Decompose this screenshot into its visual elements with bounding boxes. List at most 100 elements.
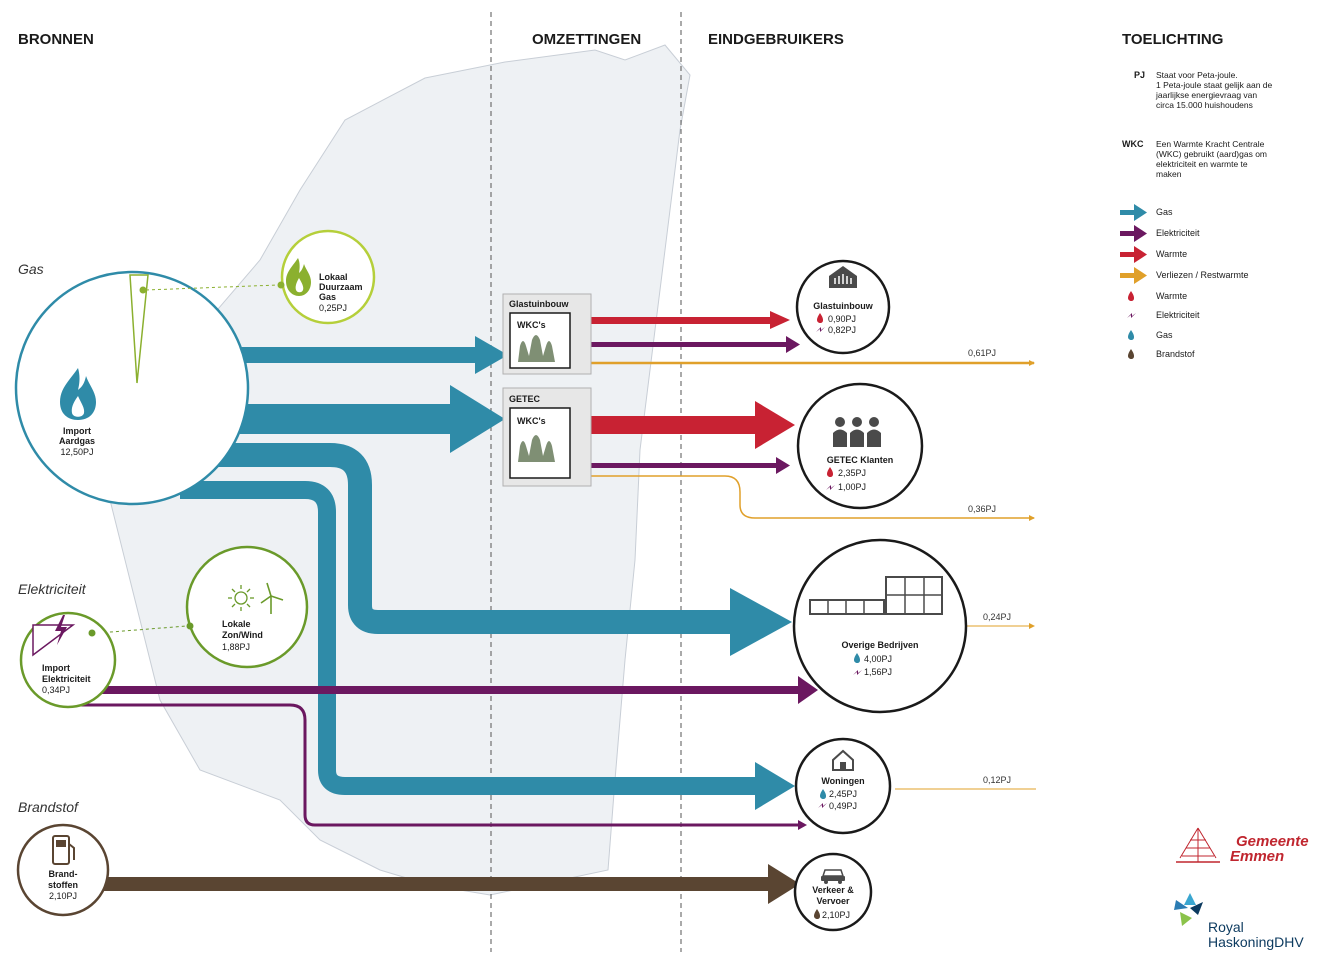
gas-flow-homes-arrowhead (755, 762, 795, 810)
flame-blue-icon (820, 789, 826, 799)
source-local-sun-wind: Lokale Zon/Wind 1,88PJ (97, 545, 309, 669)
end-user-other-companies: Overige Bedrijven 4,00PJ 1,56PJ (792, 538, 968, 714)
import-gas-label-1: Import (63, 426, 91, 436)
getec-user-title: GETEC Klanten (827, 455, 894, 465)
import-electricity-value: 0,34PJ (42, 685, 70, 695)
gas-flow-homes (180, 481, 760, 795)
logo-gemeente-emmen: Gemeente Emmen (1176, 827, 1309, 865)
import-electricity-label-1: Import (42, 663, 70, 673)
legend-gas-label: Gas (1156, 207, 1173, 217)
heat-flow-getec (568, 416, 763, 434)
loss-value-homes: 0,12PJ (983, 775, 1011, 785)
legend: PJ Staat voor Peta-joule. 1 Peta-joule s… (1120, 70, 1273, 359)
local-green-gas-label-3: Gas (319, 292, 336, 302)
electricity-flows (75, 336, 818, 830)
electricity-flow-other-companies-arrowhead (798, 676, 818, 704)
gas-flows (175, 336, 795, 810)
fuels-value: 2,10PJ (49, 891, 77, 901)
electricity-flow-other-companies (100, 686, 805, 694)
greenhouse-chp-icon (518, 335, 555, 362)
sun-wind-dot (186, 622, 194, 630)
local-green-gas-label-2: Duurzaam (319, 282, 363, 292)
traffic-fuel: 2,10PJ (822, 910, 850, 920)
loss-value-getec: 0,36PJ (968, 504, 996, 514)
bolt-icon (816, 327, 825, 332)
homes-gas: 2,45PJ (829, 789, 857, 799)
electricity-flow-getec-arrowhead (776, 457, 790, 474)
loss-value-greenhouse: 0,61PJ (968, 348, 996, 358)
flame-blue-icon (1128, 330, 1134, 340)
bolt-icon (55, 615, 67, 645)
bolt-icon (1127, 313, 1136, 318)
flame-red-icon (827, 467, 833, 477)
green-flame-icon (286, 258, 311, 296)
homes-circle (794, 737, 892, 835)
getec-wkc-label: WKC's (517, 416, 546, 426)
electricity-flow-greenhouse (568, 342, 788, 347)
gemeente-emmen-emblem-icon (1176, 827, 1220, 863)
getec-user-heat: 2,35PJ (838, 468, 866, 478)
loss-value-other-companies: 0,24PJ (983, 612, 1011, 622)
greenhouse-user-title: Glastuinbouw (813, 301, 873, 311)
legend-symbol-fuel-label: Brandstof (1156, 349, 1195, 359)
other-companies-circle (792, 538, 968, 714)
greenhouse-user-electricity: 0,82PJ (828, 325, 856, 335)
source-import-gas: Import Aardgas 12,50PJ (14, 270, 279, 506)
getec-user-electricity: 1,00PJ (838, 482, 866, 492)
conversion-greenhouse: Glastuinbouw WKC's (502, 293, 592, 375)
loss-flow-getec (570, 475, 1035, 521)
legend-heat-label: Warmte (1156, 249, 1187, 259)
gas-flow-greenhouse (240, 347, 485, 363)
other-companies-title: Overige Bedrijven (841, 640, 918, 650)
local-sun-wind-value: 1,88PJ (222, 642, 250, 652)
local-green-gas-value: 0,25PJ (319, 303, 347, 313)
legend-arrow-electricity (1120, 225, 1147, 242)
legend-symbol-heat-label: Warmte (1156, 291, 1187, 301)
other-companies-electricity: 1,56PJ (864, 667, 892, 677)
header-sources: BRONNEN (18, 31, 94, 48)
greenhouse-user-heat: 0,90PJ (828, 314, 856, 324)
import-gas-circle (14, 270, 250, 506)
getec-wkc-box (509, 407, 571, 479)
legend-wkc-line-2: (WKC) gebruikt (aard)gas om (1156, 149, 1267, 159)
green-gas-share-dot (139, 286, 147, 294)
other-companies-gas: 4,00PJ (864, 654, 892, 664)
factory-icon (809, 576, 943, 615)
legend-arrow-loss (1120, 267, 1147, 284)
electricity-flow-homes (75, 703, 798, 827)
homes-electricity: 0,49PJ (829, 801, 857, 811)
sun-wind-connector (97, 625, 188, 634)
bolt-icon (826, 485, 835, 490)
local-green-gas-circle (280, 229, 376, 325)
fuels-label-1: Brand- (49, 869, 78, 879)
drop-icon (814, 909, 820, 919)
heat-flow-getec-arrowhead (755, 401, 795, 449)
electricity-flow-getec (568, 463, 778, 468)
end-user-getec: GETEC Klanten 2,35PJ 1,00PJ (796, 382, 924, 510)
end-user-greenhouse: Glastuinbouw 0,90PJ 0,82PJ (795, 259, 891, 355)
heat-flows (568, 311, 795, 449)
local-sun-wind-circle (185, 545, 309, 669)
legend-arrow-heat (1120, 246, 1147, 263)
haskoningdhv-label: HaskoningDHV (1208, 934, 1304, 950)
legend-arrow-gas (1120, 204, 1147, 221)
fuel-pump-icon (52, 835, 75, 865)
legend-wkc-line-1: Een Warmte Kracht Centrale (1156, 139, 1265, 149)
legend-symbol-gas-label: Gas (1156, 330, 1173, 340)
people-icon (833, 417, 881, 447)
heat-flow-greenhouse-arrowhead (770, 311, 790, 329)
electricity-flow-homes-arrowhead (798, 820, 807, 830)
loss-flows: 0,61PJ 0,36PJ 0,24PJ 0,12PJ (568, 348, 1036, 790)
car-icon (821, 869, 845, 884)
traffic-circle (793, 852, 873, 932)
header-end-users: EINDGEBRUIKERS (708, 31, 844, 48)
electricity-flow-greenhouse-arrowhead (786, 336, 800, 353)
import-electricity-dot (88, 629, 96, 637)
legend-pj-line-1: Staat voor Peta-joule. (1156, 70, 1238, 80)
heat-flow-greenhouse (568, 317, 773, 324)
green-gas-share-wedge (129, 274, 149, 384)
end-user-traffic: Verkeer & Vervoer 2,10PJ (793, 852, 873, 932)
greenhouse-icon (829, 266, 857, 288)
